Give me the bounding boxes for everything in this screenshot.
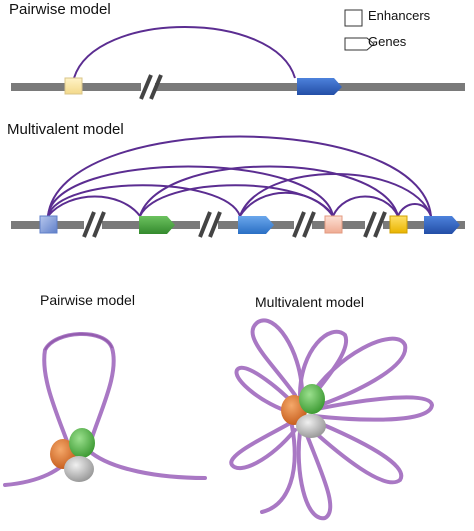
break-mark bbox=[139, 74, 163, 100]
enhancer-box bbox=[389, 215, 408, 234]
chromatin-fiber bbox=[3, 332, 207, 487]
gray-protein-blob bbox=[296, 414, 326, 438]
gene-arrow bbox=[424, 216, 460, 234]
multivalent-3d-hub bbox=[229, 318, 435, 521]
gene-arrow bbox=[297, 78, 342, 95]
gray-protein-blob bbox=[64, 456, 94, 482]
enhancer-box bbox=[64, 77, 83, 95]
interaction-arcs bbox=[47, 135, 432, 217]
legend-enhancer-swatch bbox=[344, 9, 363, 27]
legend bbox=[344, 9, 375, 51]
interaction-arc bbox=[73, 26, 296, 79]
legend-enhancers-label: Enhancers bbox=[368, 8, 431, 23]
enhancer-box bbox=[39, 215, 58, 234]
pairwise-linear-diagram bbox=[11, 26, 465, 100]
gene-arrow bbox=[139, 216, 175, 234]
legend-gene-swatch bbox=[344, 37, 375, 51]
break-marks bbox=[82, 211, 387, 238]
multivalent-model-title: Multivalent model bbox=[7, 121, 124, 138]
green-gene-blob bbox=[299, 384, 325, 414]
enhancer-box bbox=[324, 215, 343, 234]
chromatin-line bbox=[11, 83, 465, 91]
multivalent-linear-diagram bbox=[11, 135, 465, 238]
chromatin-fiber-loops bbox=[229, 318, 435, 521]
pairwise-3d-title: Pairwise model bbox=[40, 292, 135, 308]
legend-genes-label: Genes bbox=[368, 34, 407, 49]
gene-arrow bbox=[238, 216, 274, 234]
pairwise-model-title: Pairwise model bbox=[9, 1, 111, 18]
pairwise-3d-loop bbox=[3, 332, 207, 487]
multivalent-3d-title: Multivalent model bbox=[255, 294, 364, 310]
green-gene-blob bbox=[69, 428, 95, 458]
